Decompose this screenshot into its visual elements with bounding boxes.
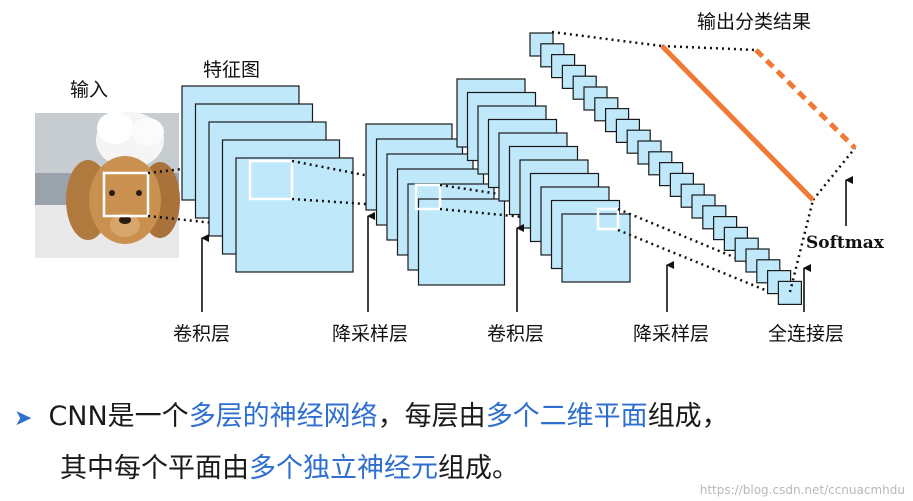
label-pool2: 降采样层 <box>633 323 709 345</box>
watermark: https://blog.csdn.net/ccnuacmhdu <box>699 483 905 497</box>
connectors-fc <box>551 30 856 293</box>
input-image <box>35 112 180 258</box>
pool-layer-2-stack <box>529 32 803 305</box>
label-fc: 全连接层 <box>768 323 844 345</box>
pool-layer-1-stack <box>365 123 506 286</box>
conv1-map-5 <box>235 157 354 273</box>
conv-layer-1-stack <box>181 85 354 273</box>
line1-segment-0: CNN是一个 <box>48 401 189 432</box>
line2-segment-1: 多个独立神经元 <box>249 453 438 484</box>
label-softmax: Softmax <box>806 233 885 253</box>
line2-segment-0: 其中每个平面由 <box>60 453 249 484</box>
label-output: 输出分类结果 <box>697 11 811 33</box>
label-input: 输入 <box>70 79 108 101</box>
line1-segment-4: 组成， <box>647 401 729 432</box>
label-conv1: 卷积层 <box>173 323 230 345</box>
line1-segment-1: 多层的神经网络 <box>188 401 378 432</box>
conv2-receptive-field <box>596 207 620 231</box>
output-dashed-line <box>754 48 857 150</box>
line1-segment-3: 多个二维平面 <box>485 401 648 432</box>
line2-segment-2: 组成。 <box>438 453 519 484</box>
conv-layer-2-stack <box>456 78 631 283</box>
cnn-diagram: 输入 特征图 输出分类结果 Softmax 卷积层 降采样层 卷积层 降采样层 … <box>35 11 885 345</box>
arrow-bullet-icon: ➤ <box>14 406 33 431</box>
label-conv2: 卷积层 <box>487 323 544 345</box>
label-pool1: 降采样层 <box>332 323 408 345</box>
connectors-conv1-pool1 <box>291 159 441 211</box>
pool2-map-24 <box>777 280 803 305</box>
conv1-receptive-field <box>248 159 294 201</box>
line1-segment-2: ，每层由 <box>377 401 486 432</box>
fc-line <box>660 44 815 202</box>
caption-line-2: 其中每个平面由多个独立神经元组成。 <box>60 446 913 485</box>
layer-arrows <box>201 176 853 312</box>
conv2-map-11 <box>561 213 631 283</box>
caption-line-1: ➤ CNN是一个多层的神经网络，每层由多个二维平面组成， <box>14 394 904 433</box>
pool1-map-6 <box>417 198 506 286</box>
pool1-receptive-field <box>414 183 442 211</box>
label-feature-map: 特征图 <box>203 59 260 81</box>
